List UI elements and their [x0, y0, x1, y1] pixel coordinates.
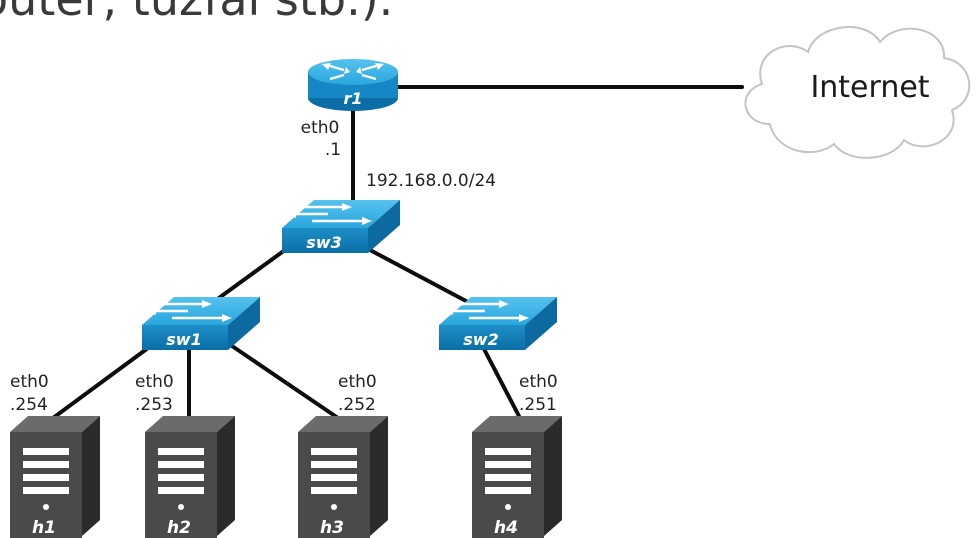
links: [51, 85, 744, 420]
link-sw3-sw1: [210, 248, 287, 305]
host-h1: eth0 .254 h1: [10, 372, 100, 538]
switch-sw2: sw2: [437, 295, 559, 352]
host-addr: .253: [135, 395, 173, 415]
host-name: h1: [32, 518, 56, 538]
host-addr: .251: [519, 395, 557, 415]
router-r1: r1 eth0 .1 192.168.0.0/24: [301, 59, 496, 191]
link-sw1-h3: [230, 344, 340, 420]
host-name: h2: [167, 518, 191, 538]
switch-name: sw1: [166, 330, 201, 349]
internet-cloud: Internet: [744, 26, 971, 159]
host-addr: .254: [10, 395, 48, 415]
router-icon: [308, 59, 398, 111]
page-heading: outer, tűzfal stb.).: [0, 0, 393, 26]
host-h2: eth0 .253 h2: [135, 372, 235, 538]
host-iface: eth0: [135, 372, 174, 392]
switch-name: sw2: [463, 330, 498, 349]
switch-sw1: sw1: [140, 295, 262, 352]
link-sw3-sw2: [368, 248, 468, 303]
switch-name: sw3: [306, 233, 341, 252]
router-name: r1: [343, 89, 362, 108]
host-name: h3: [320, 518, 344, 538]
host-h3: eth0 .252 h3: [298, 372, 388, 538]
router-iface: eth0: [301, 118, 340, 138]
link-sw2-h4: [482, 347, 522, 420]
host-name: h4: [494, 518, 518, 538]
link-sw1-h1: [51, 346, 150, 420]
router-addr: .1: [325, 140, 341, 160]
host-h4: eth0 .251 h4: [472, 372, 562, 538]
host-iface: eth0: [519, 372, 558, 392]
host-iface: eth0: [10, 372, 49, 392]
switch-sw3: sw3: [280, 198, 402, 255]
cloud-icon: [744, 26, 971, 159]
host-iface: eth0: [338, 372, 377, 392]
host-addr: .252: [338, 395, 376, 415]
subnet-label: 192.168.0.0/24: [366, 171, 496, 191]
cloud-label: Internet: [810, 70, 929, 105]
